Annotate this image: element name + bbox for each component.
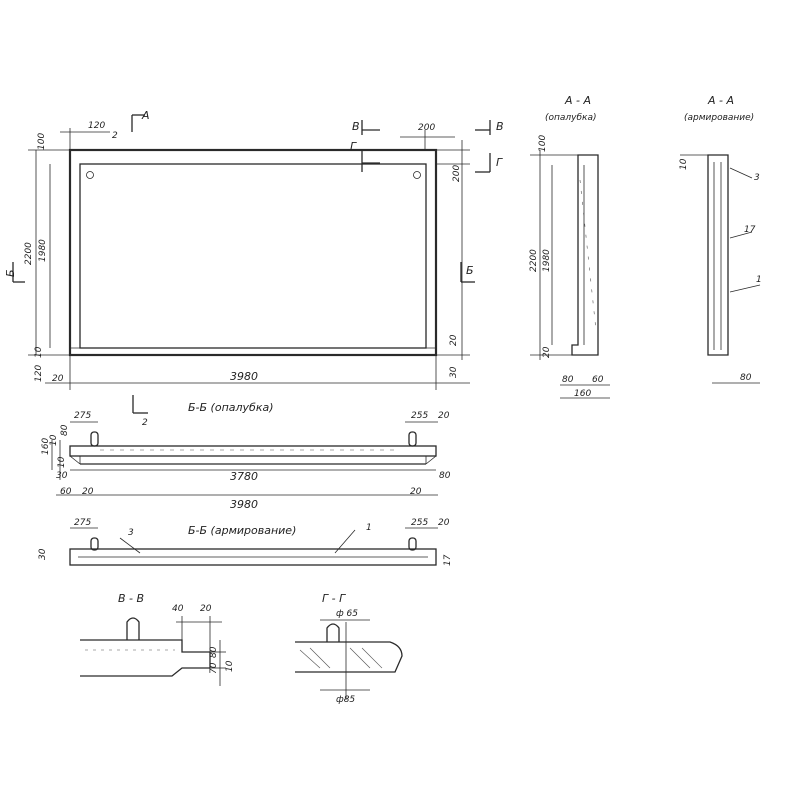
dim-80-vv: 80: [209, 646, 219, 658]
cut-label-b-right: Б: [466, 264, 474, 277]
dim-40-vv: 40: [172, 604, 184, 614]
dim-20-right: 20: [449, 334, 459, 346]
dim-10-bb: 10: [49, 434, 59, 446]
loop-left-bb: [90, 431, 99, 447]
detail-vv: В - В 40 20 80 70 10: [80, 592, 235, 686]
dim-20-bbr: 20: [438, 518, 450, 528]
dim-120-bottom: 120: [34, 365, 44, 382]
callout-3-bb: 3: [128, 528, 134, 538]
dim-100-left: 100: [37, 133, 47, 150]
lifting-loop-right: [413, 171, 421, 179]
cut-label-a: А: [141, 109, 150, 122]
section-aa-formwork: А - А (опалубка) 100 2200 1980 20 80 60 …: [529, 94, 610, 399]
callout-2-bb: 2: [142, 418, 148, 428]
section-aa-formwork-subtitle: (опалубка): [545, 113, 597, 123]
dim-3980-bb: 3980: [230, 498, 258, 511]
callout-1-aa: 1: [756, 275, 762, 285]
dim-80-bb: 80: [60, 424, 70, 436]
slab-profile: [69, 445, 437, 457]
dim-60-aa: 60: [592, 375, 604, 385]
dim-255-bbr: 255: [411, 518, 428, 528]
dim-2200-aa: 2200: [529, 249, 539, 272]
dim-20-vv: 20: [200, 604, 212, 614]
cut-label-g-right: Г: [496, 156, 503, 169]
detail-vv-title: В - В: [118, 592, 144, 605]
section-bb-formwork-title: Б-Б (опалубка): [188, 401, 274, 414]
dim-10-bottom: 10: [34, 346, 44, 358]
dim-phi85: ф85: [336, 695, 355, 705]
dim-20b-bb: 20: [82, 487, 94, 497]
dim-20a-bb: 20: [438, 411, 450, 421]
detail-gg-title: Г - Г: [322, 592, 346, 605]
section-bb-formwork: Б-Б (опалубка) 2 275 255 20 160 80 10 10…: [41, 395, 451, 511]
callout-2: 2: [112, 131, 118, 141]
dim-30-bottom-right: 30: [449, 366, 459, 378]
dim-275-bbr: 275: [74, 518, 91, 528]
section-aa-reinforcement: А - А (армирование) 3 17 1 10 80: [679, 94, 762, 384]
dim-275-bb: 275: [74, 411, 91, 421]
callout-17-aa: 17: [744, 225, 756, 235]
dim-10-aa: 10: [679, 158, 689, 170]
dim-120-top: 120: [88, 121, 105, 131]
cut-label-v-right: В: [496, 120, 504, 133]
panel-outline: [68, 148, 438, 357]
dim-255-bb: 255: [411, 411, 428, 421]
cut-label-v-left: В: [352, 120, 360, 133]
plan-view: А В В Г Г Б Б 3980 2200 1980 120 2 100 2…: [4, 109, 504, 390]
dim-200-side: 200: [452, 165, 462, 182]
dim-60-bb: 60: [60, 487, 72, 497]
dim-20-aa: 20: [542, 346, 552, 358]
dim-200-top: 200: [418, 123, 435, 133]
section-aa-reinf-subtitle: (армирование): [684, 113, 754, 123]
dim-160-bb: 160: [41, 438, 51, 455]
dim-30-bb: 30: [56, 471, 68, 481]
dim-80b-bb: 80: [439, 471, 451, 481]
callout-1-bb: 1: [366, 523, 372, 533]
section-bb-reinf-title: Б-Б (армирование): [188, 524, 296, 537]
dim-10b-bb: 10: [57, 456, 67, 468]
dim-80-aa: 80: [562, 375, 574, 385]
slab-profile-reinf: [69, 548, 437, 566]
lifting-loop-left: [86, 171, 94, 179]
dim-17-bbr: 17: [443, 554, 453, 566]
dim-70-vv: 70: [209, 662, 219, 674]
dim-80-aar: 80: [740, 373, 752, 383]
cut-label-g-left: Г: [350, 140, 357, 153]
dim-2200: 2200: [24, 242, 34, 265]
dim-100-aa: 100: [538, 135, 548, 152]
dim-3780: 3780: [230, 470, 258, 483]
section-aa-formwork-title: А - А: [564, 94, 591, 107]
dim-20c-bb: 20: [410, 487, 422, 497]
dim-phi65: ф 65: [336, 609, 358, 619]
dim-1980: 1980: [38, 239, 48, 262]
callout-3-aa: 3: [754, 173, 760, 183]
dim-160-aa: 160: [574, 389, 591, 399]
dim-1980-aa: 1980: [542, 249, 552, 272]
section-bb-reinforcement: Б-Б (армирование) 3 1 275 255 20 30 17: [38, 518, 453, 566]
dim-30-bbr: 30: [38, 548, 48, 560]
loop-right-bb: [408, 431, 417, 447]
dim-3980: 3980: [230, 370, 258, 383]
section-aa-reinf-title: А - А: [707, 94, 734, 107]
cut-label-b-left: Б: [4, 269, 17, 277]
panel-inner-outline: [79, 163, 427, 349]
dim-10-vv: 10: [225, 660, 235, 672]
dim-20-bottom-left: 20: [52, 374, 64, 384]
detail-gg: Г - Г ф 65 ф85: [295, 592, 403, 705]
